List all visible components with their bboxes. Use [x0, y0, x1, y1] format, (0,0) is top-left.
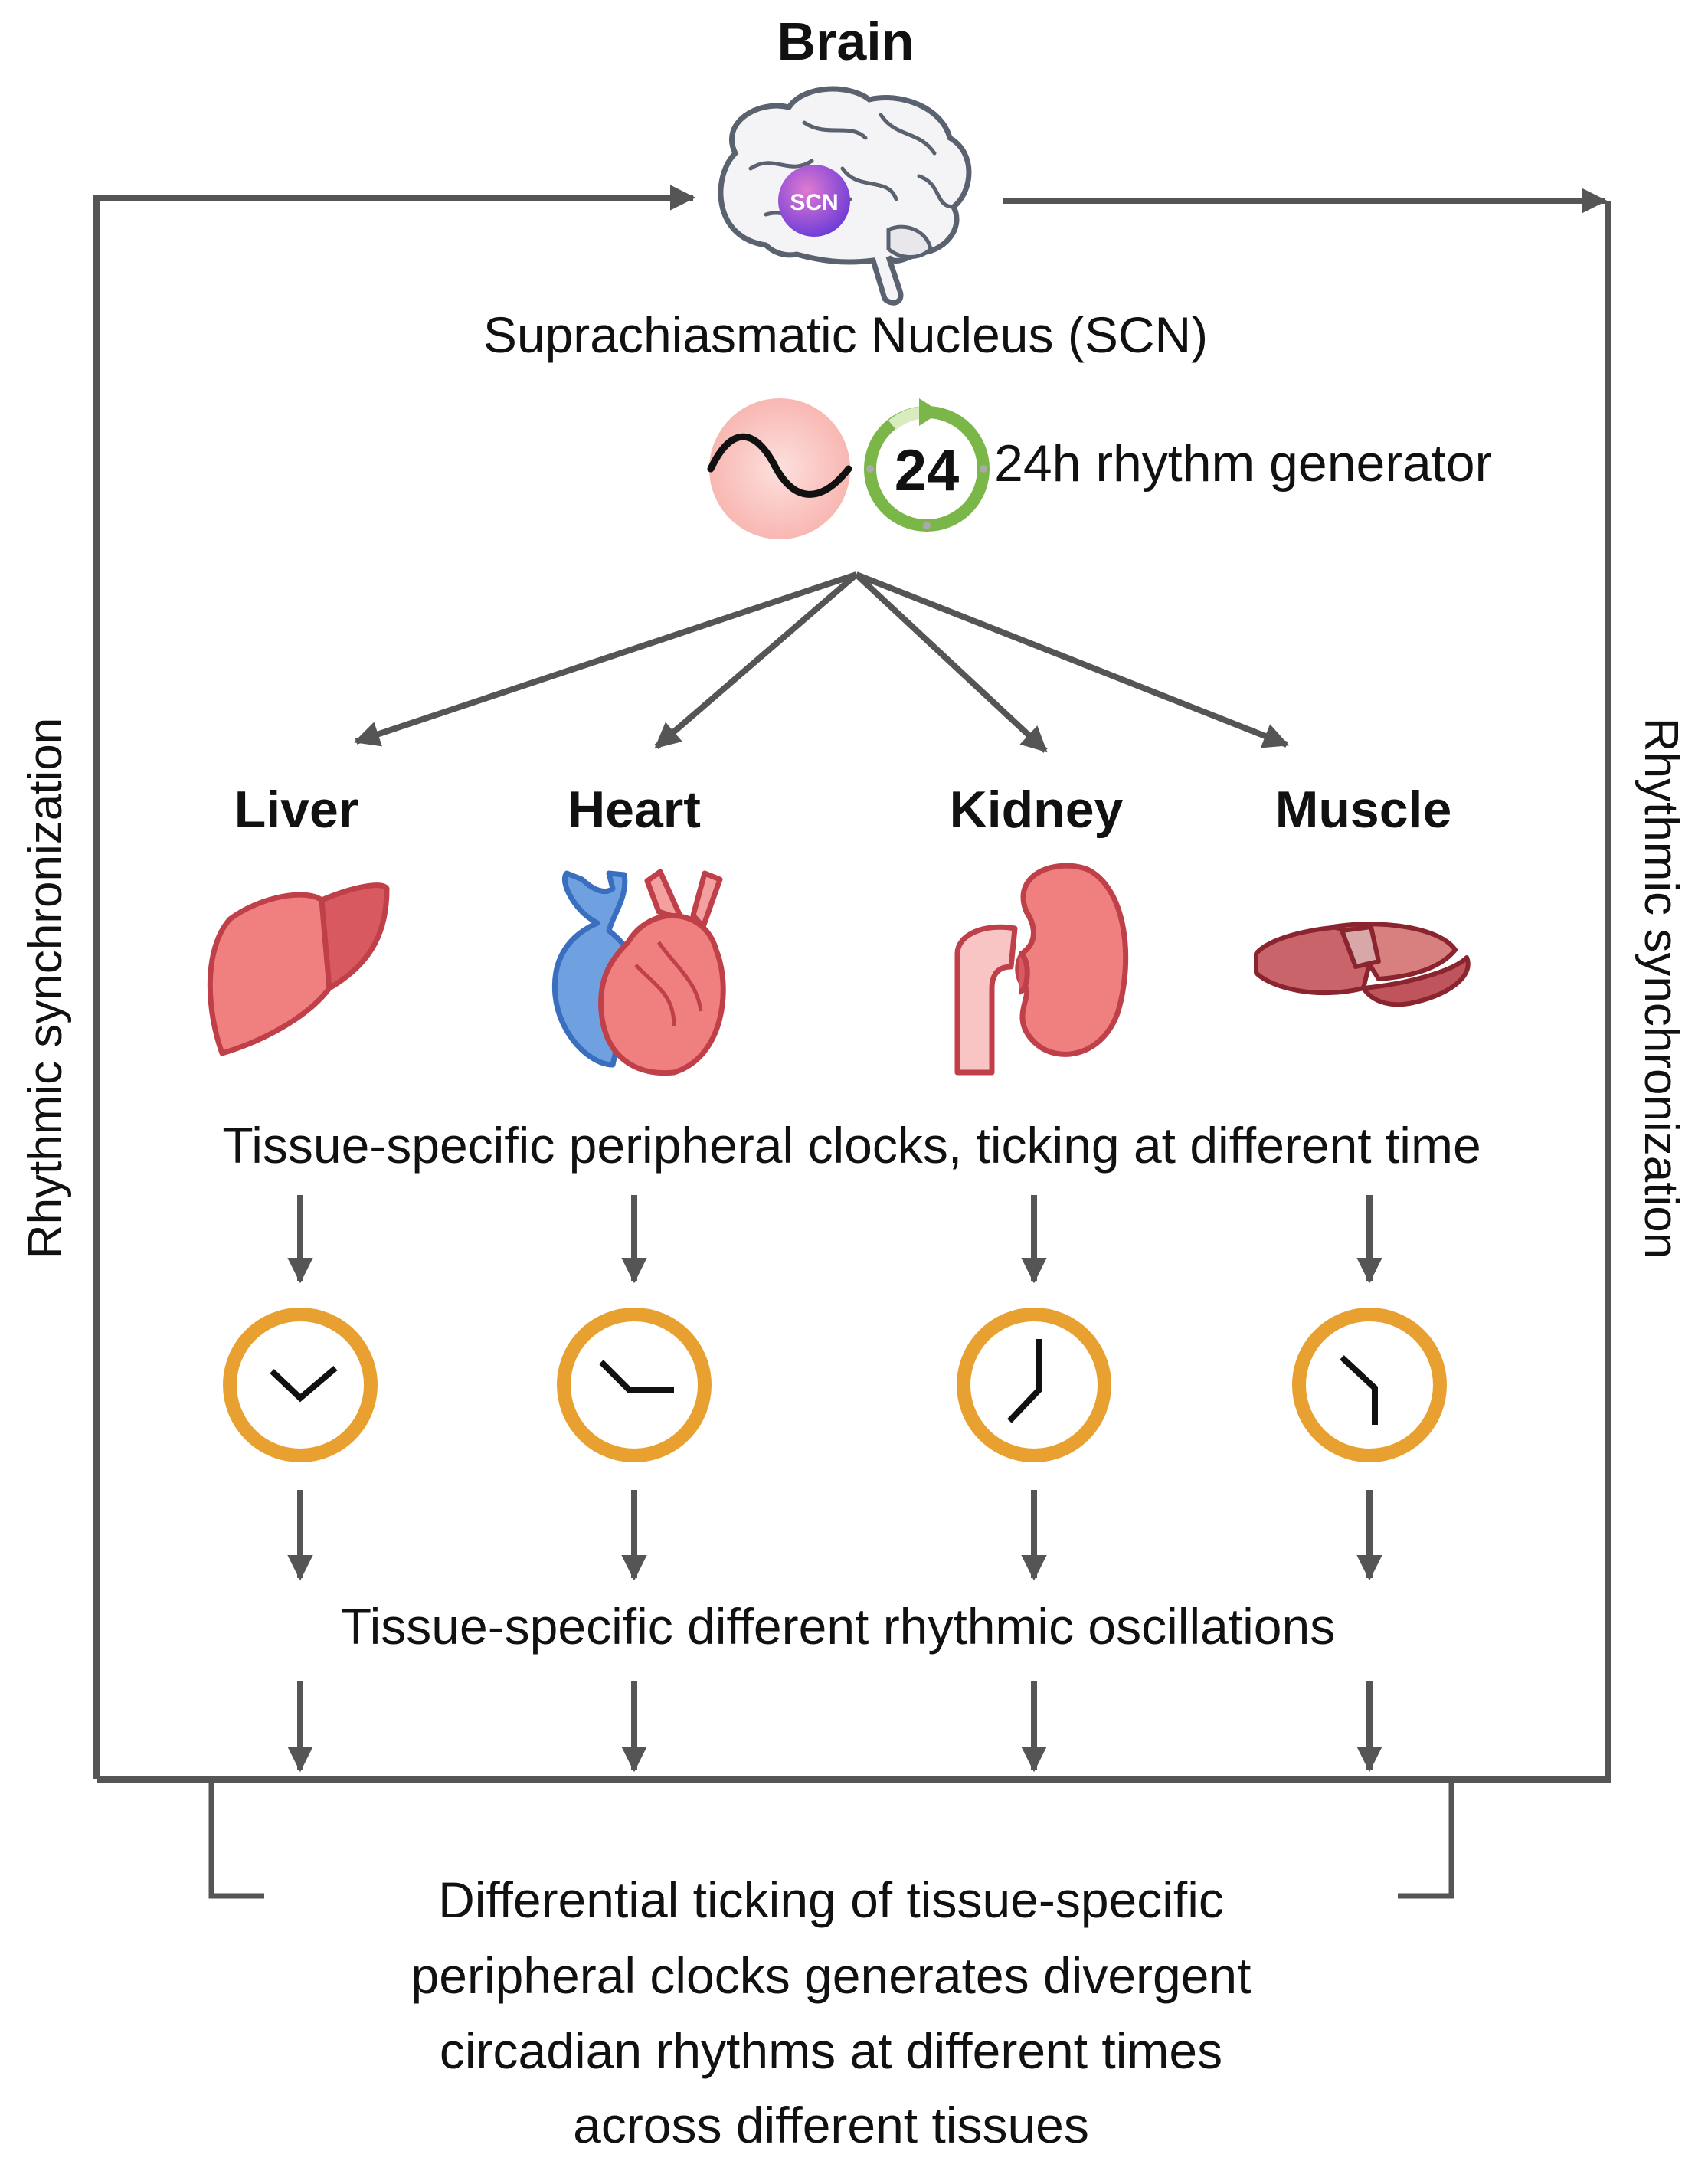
heart-icon [551, 869, 726, 1076]
conclusion-line-4: across different tissues [573, 2097, 1089, 2153]
scn-badge [778, 165, 850, 237]
generator-24-icon [864, 398, 990, 532]
conclusion-bracket [208, 1779, 1454, 1899]
wave-icon [707, 398, 852, 539]
scn-subtitle: Suprachiasmatic Nucleus (SCN) [483, 306, 1208, 363]
generator-number: 24 [895, 438, 960, 503]
muscle-icon [1254, 922, 1471, 1007]
clock-icon-liver [223, 1308, 378, 1462]
clock-icon-muscle [1292, 1308, 1447, 1462]
clock-icon-heart [557, 1308, 712, 1462]
conclusion-line-1: Differential ticking of tissue-specific [438, 1871, 1224, 1928]
sync-loop [93, 185, 1611, 1783]
organ-label-kidney: Kidney [950, 781, 1124, 839]
side-label-left: Rhythmic synchronization [19, 718, 72, 1259]
oscillation-label: Tissue-specific different rhythmic oscil… [341, 1598, 1335, 1655]
liver-icon [207, 882, 390, 1056]
peripheral-clocks-label: Tissue-specific peripheral clocks, ticki… [222, 1117, 1481, 1174]
brain-title: Brain [777, 11, 915, 71]
branch-arrows [353, 571, 1290, 753]
organ-label-muscle: Muscle [1275, 781, 1452, 839]
conclusion-line-3: circadian rhythms at different times [440, 2022, 1222, 2079]
scn-badge-label: SCN [790, 190, 838, 215]
down-arrows-row-1 [287, 1195, 1382, 1284]
organ-label-heart: Heart [568, 781, 701, 839]
generator-label: 24h rhythm generator [994, 434, 1492, 493]
down-arrows-row-3 [287, 1681, 1382, 1773]
conclusion-line-2: peripheral clocks generates divergent [411, 1947, 1252, 2004]
side-label-right: Rhythmic synchronization [1634, 718, 1687, 1259]
down-arrows-row-2 [287, 1490, 1382, 1581]
organ-label-liver: Liver [234, 781, 359, 839]
clock-icon-kidney [957, 1308, 1111, 1462]
kidney-icon [954, 863, 1129, 1076]
